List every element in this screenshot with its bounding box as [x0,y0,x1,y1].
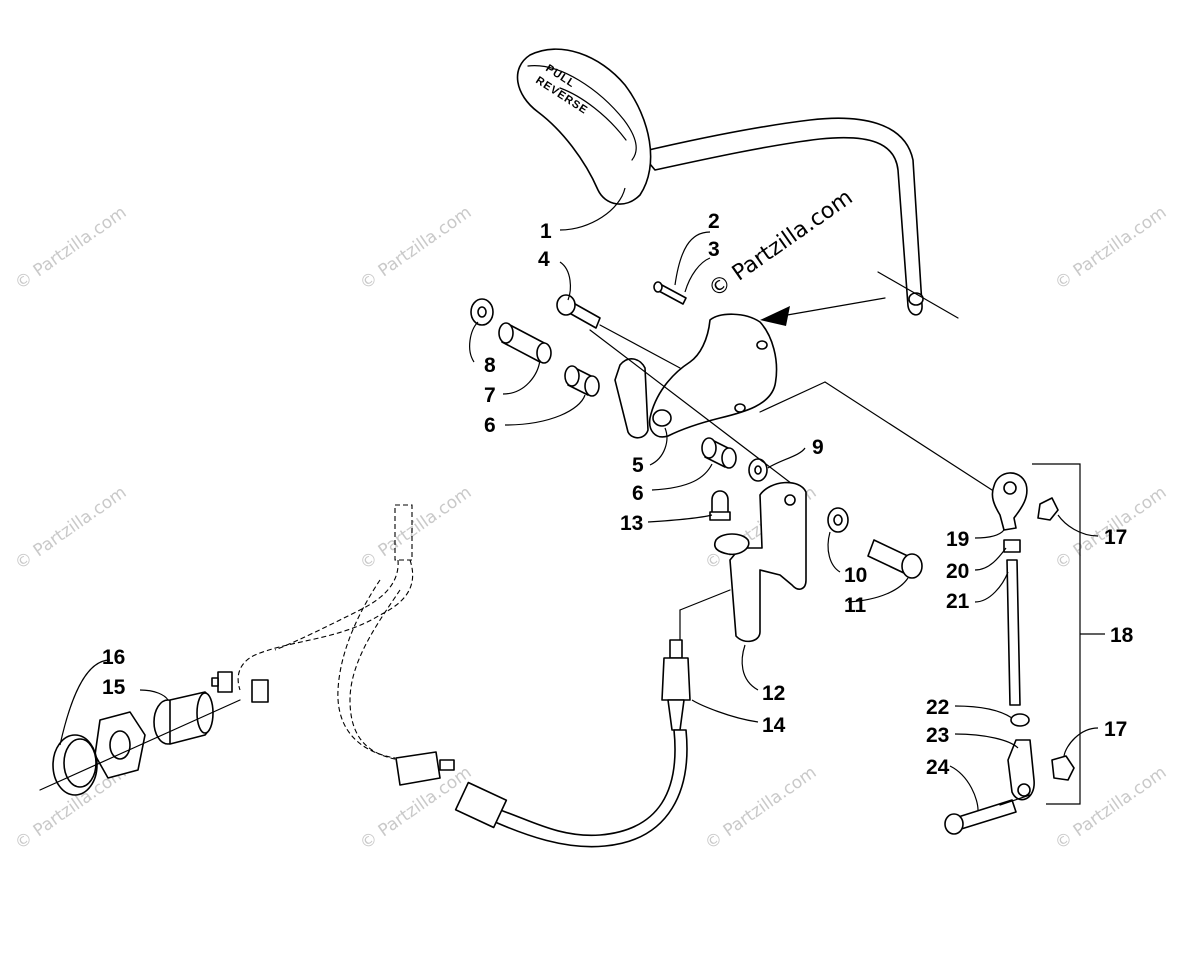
callout-13: 13 [620,512,643,535]
callout-21: 21 [946,590,970,613]
callout-9: 9 [812,436,824,459]
callout-24: 24 [926,756,950,779]
callout-10: 10 [844,564,867,587]
callout-8: 8 [484,354,496,377]
bushing-6-lower [701,437,737,469]
axis-line-upper [599,324,681,369]
callout-23: 23 [926,724,949,747]
faint-watermarks: © Partzilla.com © Partzilla.com © Partzi… [11,202,1170,854]
callout-14: 14 [762,714,786,737]
callout-6a: 6 [484,414,496,437]
dashed-wiring [237,504,455,786]
reverse-lever-handle: PULL REVERSE [516,48,959,319]
bushing-6-upper [564,365,600,397]
watermark-main: © Partzilla.com [704,185,857,303]
callout-22: 22 [926,696,949,719]
callout-18: 18 [1110,624,1134,647]
pin-2-3 [653,281,687,305]
callout-7: 7 [484,384,496,407]
bolt-11 [867,539,923,579]
callout-1: 1 [540,220,552,243]
callout-11: 11 [844,594,867,617]
watermark-faint: © Partzilla.com [701,762,820,854]
switch-15 [153,691,214,745]
callout-5: 5 [632,454,644,477]
pivot-bracket [614,313,778,439]
callout-4: 4 [538,248,550,271]
bulb-13 [709,490,731,521]
linkage-rod-assembly [759,381,1105,835]
watermark-faint: © Partzilla.com [356,482,475,574]
lock-washer-10 [827,507,849,533]
watermark-faint: © Partzilla.com [356,202,475,294]
callout-20: 20 [946,560,969,583]
watermark-faint: © Partzilla.com [1051,202,1170,294]
callout-2: 2 [708,210,720,233]
leader-lines [59,187,1099,811]
bolt-4 [556,294,601,329]
watermark-faint: © Partzilla.com [11,482,130,574]
callout-6b: 6 [632,482,644,505]
bushing-7 [498,322,552,364]
callout-12: 12 [762,682,785,705]
watermark-faint: © Partzilla.com [11,202,130,294]
callout-16: 16 [102,646,125,669]
callout-17b: 17 [1104,718,1127,741]
switch-harness-14 [454,589,731,848]
assembly-arrow [760,297,886,326]
callout-19: 19 [946,528,969,551]
ring-16 [39,699,241,796]
switch-bracket [713,481,807,643]
pivot-axis-line [589,329,801,491]
connector-pair [211,671,269,703]
callout-15: 15 [102,676,126,699]
washer-8 [470,298,494,326]
callout-17a: 17 [1104,526,1127,549]
callout-labels: 1 2 3 4 5 6 6 7 8 9 10 11 12 13 14 15 16… [102,210,1134,779]
callout-3: 3 [708,238,720,261]
nut-16 [94,711,146,779]
washer-9 [748,458,768,482]
